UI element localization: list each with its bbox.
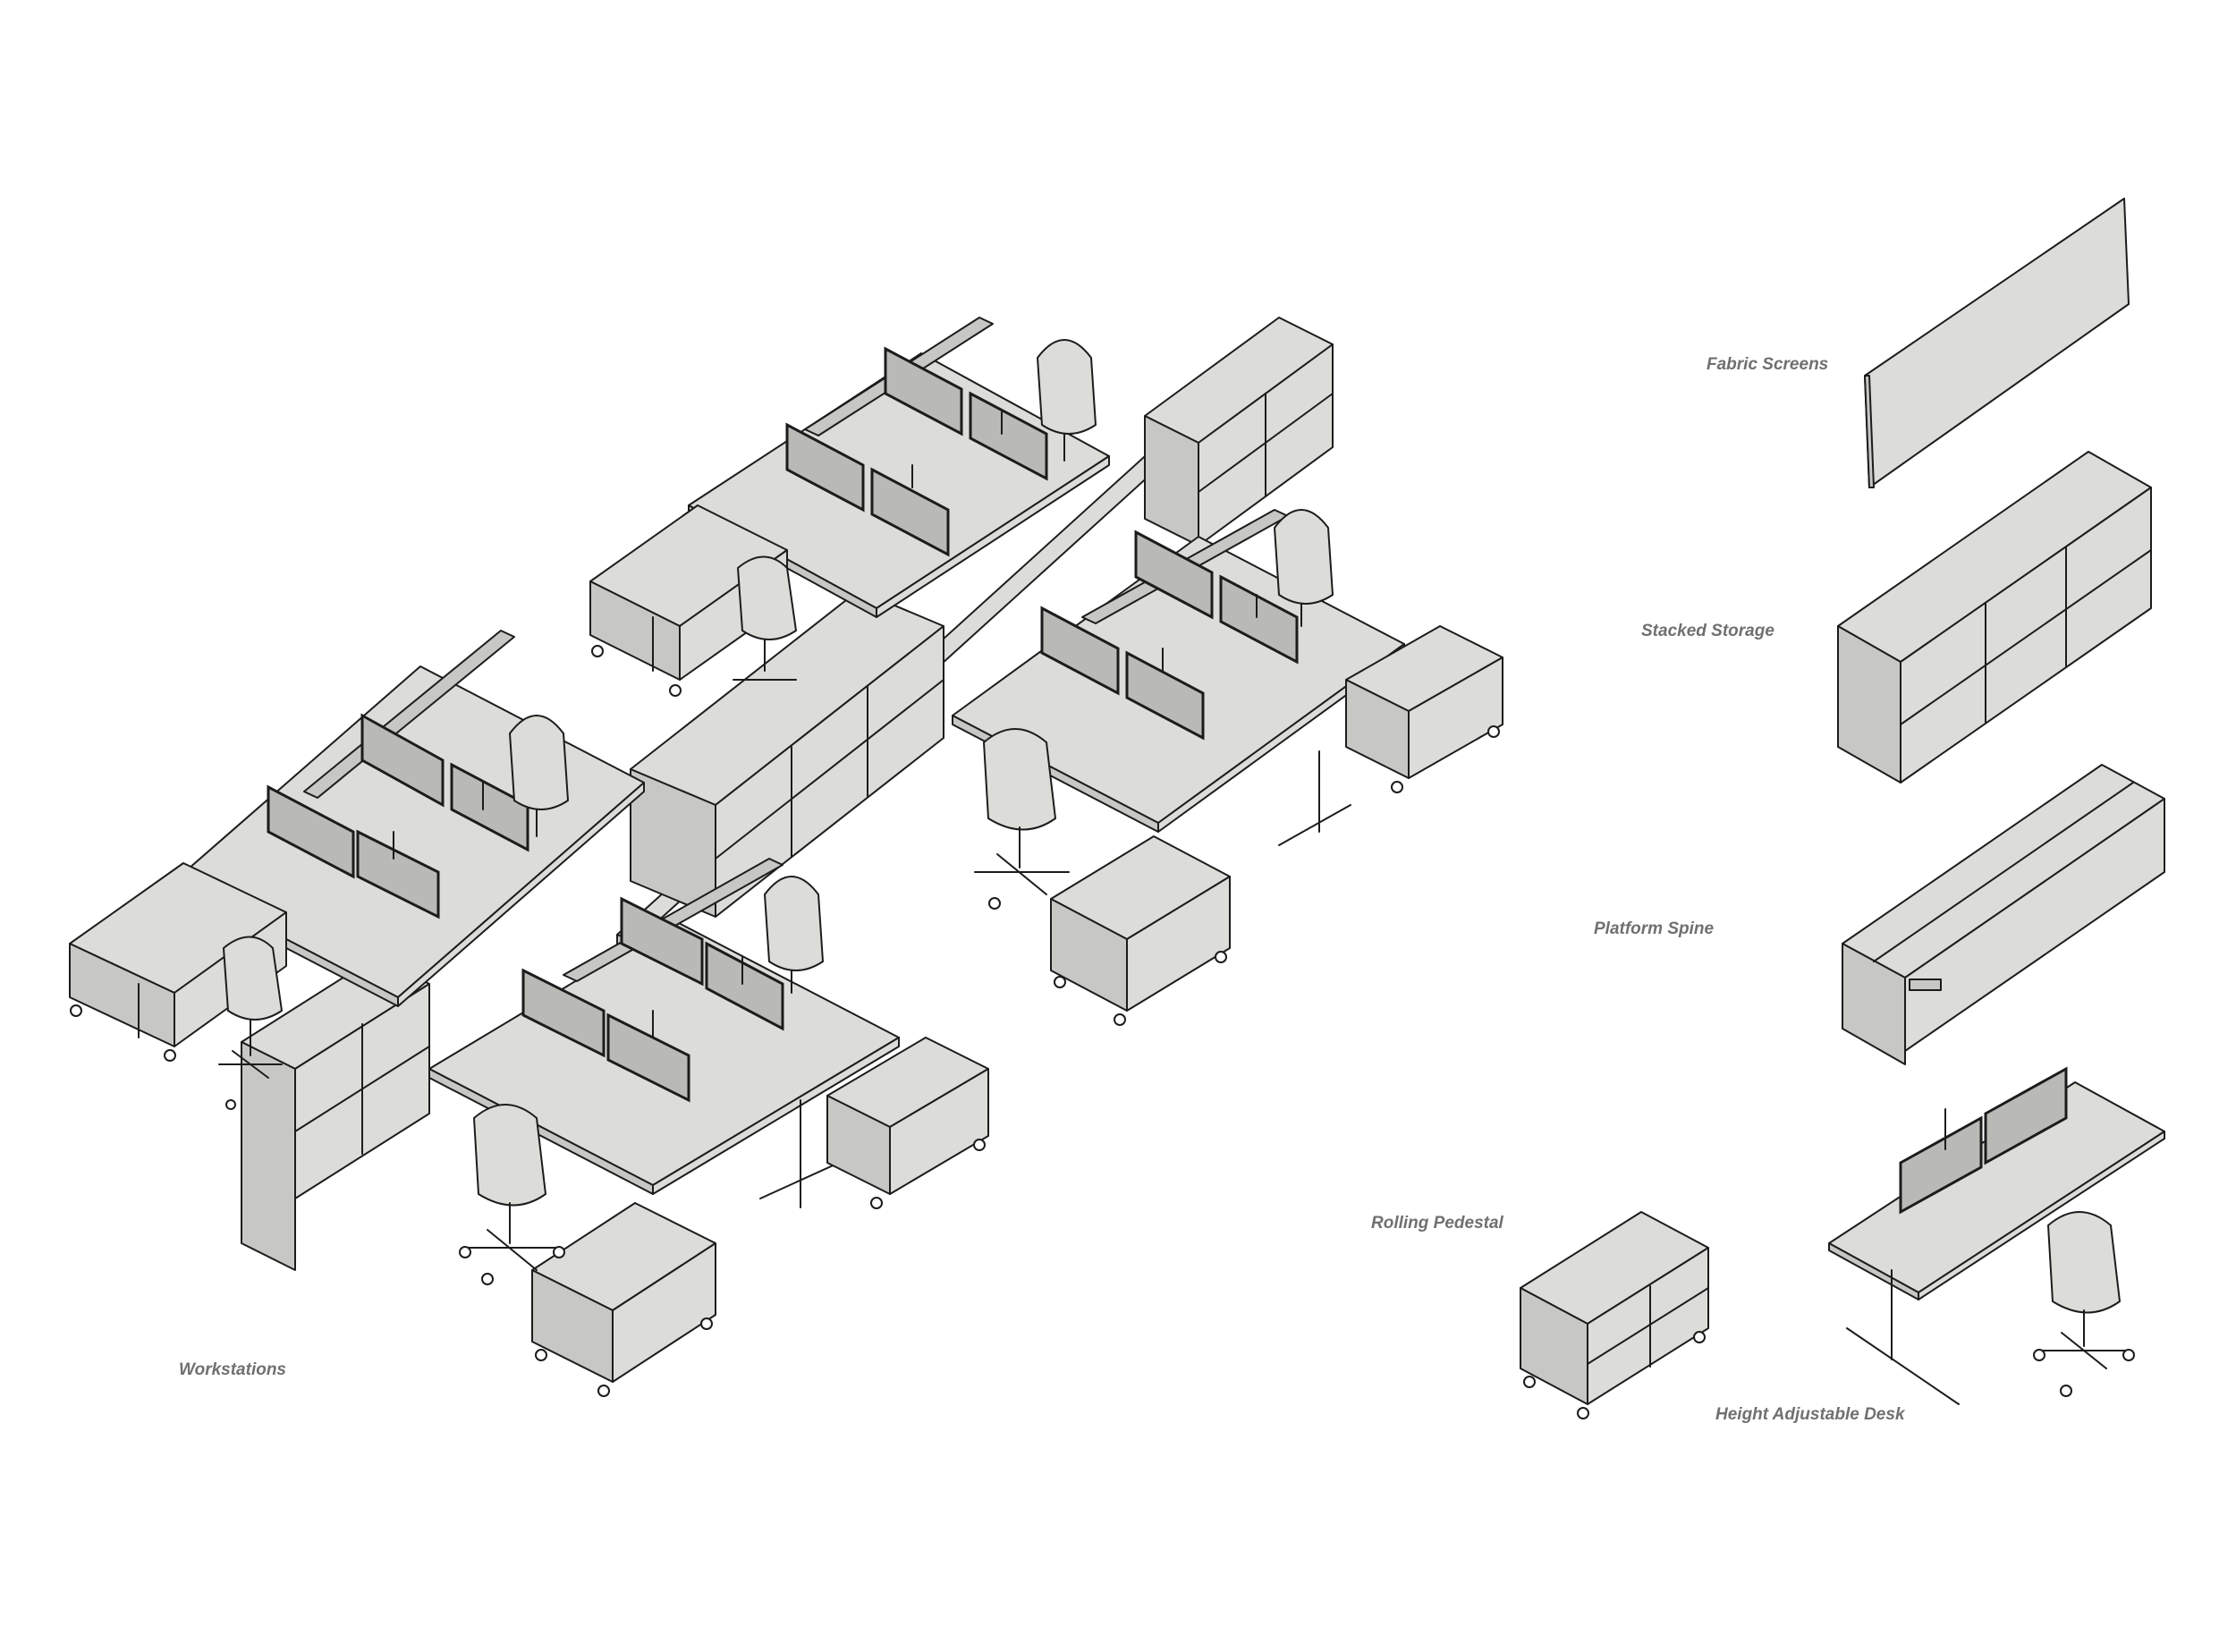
chair-front-left-far	[764, 876, 824, 994]
label-rolling-pedestal: Rolling Pedestal	[1371, 1214, 1503, 1233]
platform-spine-drawing	[1842, 764, 2165, 1065]
chair-back-left	[218, 936, 283, 1110]
stacked-storage-drawing	[1837, 451, 2152, 784]
pedestal-front-right	[1050, 835, 1231, 1026]
workstation-cluster	[69, 317, 1503, 1397]
rolling-pedestal-drawing	[1520, 1211, 1709, 1419]
fabric-screen-drawing	[1864, 198, 2130, 488]
label-workstations: Workstations	[179, 1360, 287, 1379]
pedestal-front-left-side	[826, 1037, 989, 1209]
chair-back-center	[733, 555, 797, 681]
label-fabric-screens: Fabric Screens	[1707, 355, 1829, 374]
cluster-storage-spine	[630, 589, 944, 918]
chair-back-left-far	[509, 715, 569, 837]
label-platform-spine: Platform Spine	[1594, 919, 1715, 938]
chair-front-right	[974, 728, 1070, 910]
pedestal-front-right-side	[1345, 625, 1503, 793]
label-stacked-storage: Stacked Storage	[1641, 622, 1774, 640]
cluster-storage-tower-back	[1144, 317, 1334, 546]
chair-back-center-far	[1037, 339, 1097, 462]
height-adjustable-desk-drawing	[1828, 1066, 2165, 1405]
chair-front-right-far	[1274, 509, 1334, 627]
chair-front-left	[459, 1104, 565, 1285]
label-height-adjustable-desk: Height Adjustable Desk	[1715, 1405, 1905, 1424]
pedestal-front-left	[531, 1202, 716, 1397]
desk-front-left	[428, 858, 900, 1208]
